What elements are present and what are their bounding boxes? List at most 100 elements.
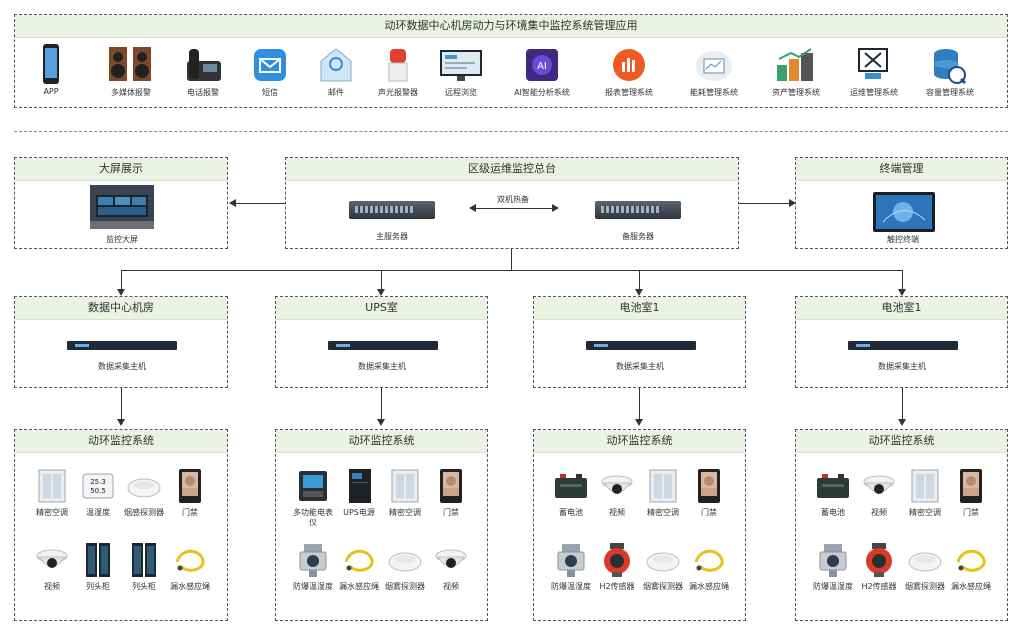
svg-text:50.5: 50.5	[90, 487, 106, 495]
room-box-4: 电池室1 数据采集主机	[795, 296, 1008, 388]
section-divider	[14, 131, 1008, 132]
device-label: 视频	[44, 582, 60, 591]
device-icon	[866, 543, 892, 577]
device-label: 防爆温湿度	[551, 582, 591, 591]
device-label: 漏水感应绳	[951, 582, 991, 591]
room-link-1	[121, 388, 122, 420]
app-label: 电话报警	[187, 88, 219, 97]
device-label: H2传感器	[861, 582, 897, 591]
touch-terminal-image	[873, 192, 935, 232]
device-icon	[435, 549, 467, 568]
device-label: 精密空调	[909, 508, 941, 517]
room-link-4	[902, 388, 903, 420]
link-center-to-terminal	[739, 203, 789, 204]
device-label: 漏水感应绳	[689, 582, 729, 591]
device-icon	[440, 469, 462, 503]
device-icon	[604, 543, 630, 577]
bus-drop-3	[639, 270, 640, 290]
collector-host-image	[848, 341, 958, 350]
device-label: 门禁	[443, 508, 459, 517]
device-label: 烟感探测器	[124, 508, 164, 517]
collector-host-image	[328, 341, 438, 350]
app-label: APP	[43, 87, 59, 96]
email-icon	[320, 48, 352, 82]
device-label: 多功能电表仪	[293, 508, 333, 527]
bus-arrow-3	[635, 289, 643, 296]
room-title: 电池室1	[534, 297, 745, 320]
room-arrow-3	[635, 419, 643, 426]
bus-arrow-4	[898, 289, 906, 296]
room-arrow-2	[377, 419, 385, 426]
speaker-icon	[109, 47, 151, 81]
device-label: 精密空调	[36, 508, 68, 517]
screen-display-label: 监控大屏	[106, 235, 138, 244]
device-icon	[179, 469, 201, 503]
device-icon	[908, 552, 942, 572]
device-icon	[956, 549, 986, 572]
device-label: 烟雾探测器	[385, 582, 425, 591]
device-label: 视频	[871, 508, 887, 517]
room-title: 数据中心机房	[15, 297, 227, 320]
room-box-1: 数据中心机房 数据采集主机	[14, 296, 228, 388]
bus-arrow-1	[117, 289, 125, 296]
device-label: 防爆温湿度	[293, 582, 333, 591]
application-panel: 动环数据中心机房动力与环境集中监控系统管理应用 APP 多媒体报警 电话报警 短…	[14, 14, 1008, 108]
desk-phone-icon	[187, 49, 221, 81]
arrow-to-screen	[229, 199, 236, 207]
app-label: 短信	[262, 88, 278, 97]
device-icon	[36, 549, 68, 568]
device-label: 温湿度	[86, 508, 110, 517]
device-label: 防爆温湿度	[813, 582, 853, 591]
room-box-2: UPS室 数据采集主机	[275, 296, 488, 388]
device-label: 门禁	[701, 508, 717, 517]
device-label: 蓄电池	[821, 508, 845, 517]
device-icon	[555, 474, 587, 498]
bus-horizontal	[121, 270, 903, 271]
terminal-title: 终端管理	[796, 158, 1007, 181]
screen-display-box: 大屏展示 监控大屏	[14, 157, 228, 249]
device-icon: 25.350.5	[82, 473, 114, 499]
device-icon	[557, 544, 585, 577]
energy-icon	[696, 51, 732, 81]
device-icon	[911, 469, 939, 503]
device-icon	[698, 469, 720, 503]
device-label: 视频	[609, 508, 625, 517]
svg-text:AI: AI	[537, 61, 547, 72]
collector-host-label: 数据采集主机	[616, 362, 664, 371]
bus-arrow-2	[377, 289, 385, 296]
screen-display-title: 大屏展示	[15, 158, 227, 181]
device-label: 精密空调	[389, 508, 421, 517]
app-label: 资产管理系统	[772, 88, 820, 97]
room-link-3	[639, 388, 640, 420]
bus-drop-4	[902, 270, 903, 290]
app-label: 能耗管理系统	[690, 88, 738, 97]
collector-host-label: 数据采集主机	[98, 362, 146, 371]
device-icon	[344, 549, 374, 572]
device-icon	[175, 549, 205, 572]
device-label: 烟雾探测器	[643, 582, 683, 591]
app-label: 运维管理系统	[850, 88, 898, 97]
device-icon	[388, 552, 422, 572]
room-link-2	[381, 388, 382, 420]
system-title: 动环监控系统	[796, 430, 1007, 453]
device-icon	[601, 475, 633, 494]
device-icon	[649, 469, 677, 503]
app-label: 声光报警器	[378, 88, 418, 97]
system-title: 动环监控系统	[15, 430, 227, 453]
device-icon	[349, 469, 371, 503]
room-arrow-4	[898, 419, 906, 426]
device-label: H2传感器	[599, 582, 635, 591]
report-icon	[613, 49, 645, 81]
smartphone-icon	[43, 44, 59, 84]
device-icon	[960, 469, 982, 503]
hot-standby-link	[474, 208, 554, 209]
device-icon	[817, 474, 849, 498]
room-title: UPS室	[276, 297, 487, 320]
terminal-label: 触控终端	[887, 235, 919, 244]
room-arrow-1	[117, 419, 125, 426]
device-icon	[391, 469, 419, 503]
bus-vertical	[511, 249, 512, 270]
video-wall-image	[90, 185, 154, 229]
collector-host-image	[586, 341, 696, 350]
